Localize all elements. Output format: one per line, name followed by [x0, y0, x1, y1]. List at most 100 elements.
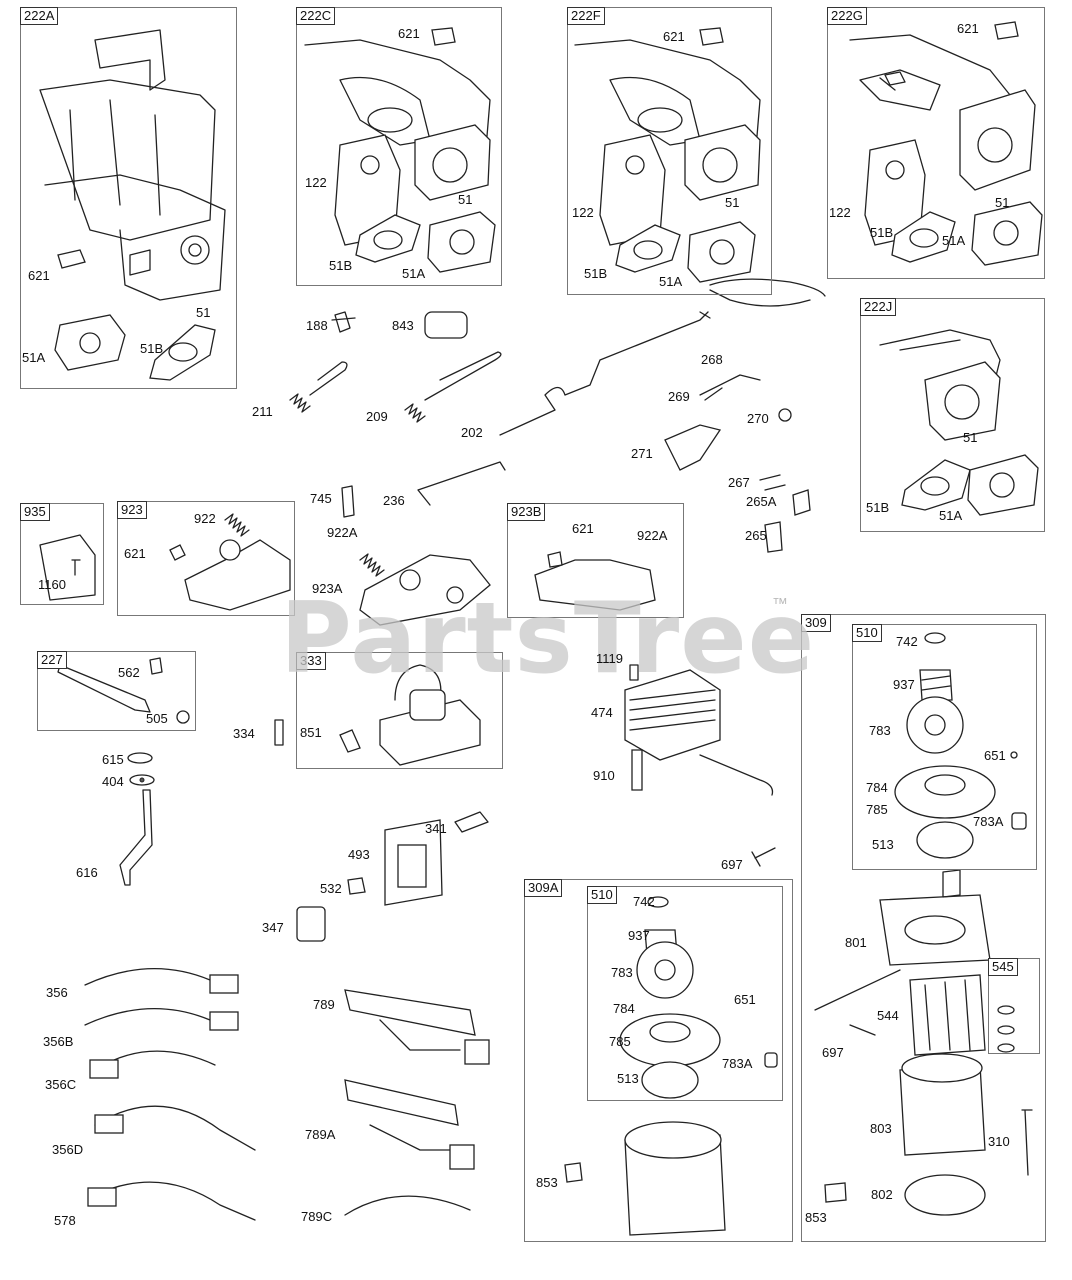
part-callout[interactable]: 697	[822, 1045, 844, 1060]
part-callout[interactable]: 783	[611, 965, 633, 980]
part-callout[interactable]: 803	[870, 1121, 892, 1136]
part-callout[interactable]: 51B	[140, 341, 164, 356]
part-callout[interactable]: 310	[988, 1134, 1010, 1149]
part-callout[interactable]: 51B	[866, 500, 890, 515]
part-callout[interactable]: 268	[701, 352, 723, 367]
group-label-510-top: 510	[852, 624, 882, 642]
part-callout[interactable]: 697	[721, 857, 743, 872]
part-callout[interactable]: 51A	[659, 274, 683, 289]
part-callout[interactable]: 270	[747, 411, 769, 426]
group-box-309a	[524, 879, 793, 1242]
part-callout[interactable]: 493	[348, 847, 370, 862]
part-callout[interactable]: 51A	[942, 233, 966, 248]
part-callout[interactable]: 621	[572, 521, 594, 536]
part-callout[interactable]: 651	[984, 748, 1006, 763]
part-callout[interactable]: 789C	[301, 1209, 333, 1224]
part-callout[interactable]: 51	[196, 305, 211, 320]
part-callout[interactable]: 785	[609, 1034, 631, 1049]
part-callout[interactable]: 621	[663, 29, 685, 44]
part-callout[interactable]: 784	[866, 780, 888, 795]
part-callout[interactable]: 789A	[305, 1127, 336, 1142]
part-callout[interactable]: 783A	[973, 814, 1004, 829]
part-callout[interactable]: 843	[392, 318, 414, 333]
part-callout[interactable]: 269	[668, 389, 690, 404]
part-callout[interactable]: 341	[425, 821, 447, 836]
part-callout[interactable]: 785	[866, 802, 888, 817]
part-callout[interactable]: 742	[896, 634, 918, 649]
part-callout[interactable]: 267	[728, 475, 750, 490]
group-label-935: 935	[20, 503, 50, 521]
part-callout[interactable]: 651	[734, 992, 756, 1007]
part-callout[interactable]: 51A	[402, 266, 426, 281]
part-callout[interactable]: 505	[146, 711, 168, 726]
part-callout[interactable]: 513	[872, 837, 894, 852]
part-callout[interactable]: 801	[845, 935, 867, 950]
plate-493-drawing	[296, 811, 776, 942]
group-box-923	[117, 501, 295, 616]
part-callout[interactable]: 51	[963, 430, 978, 445]
part-callout[interactable]: 910	[593, 768, 615, 783]
part-callout[interactable]: 1119	[596, 651, 623, 666]
part-callout[interactable]: 51	[458, 192, 473, 207]
governor-923b-drawing	[534, 551, 656, 611]
part-callout[interactable]: 122	[572, 205, 594, 220]
group-box-222c	[296, 7, 502, 286]
part-callout[interactable]: 783A	[722, 1056, 753, 1071]
part-callout[interactable]: 209	[366, 409, 388, 424]
part-callout[interactable]: 347	[262, 920, 284, 935]
part-callout[interactable]: 211	[252, 404, 273, 419]
part-callout[interactable]: 513	[617, 1071, 639, 1086]
part-callout[interactable]: 51	[995, 195, 1010, 210]
part-callout[interactable]: 621	[28, 268, 50, 283]
part-callout[interactable]: 621	[398, 26, 420, 41]
part-callout[interactable]: 923A	[312, 581, 343, 596]
part-callout[interactable]: 937	[628, 928, 650, 943]
part-callout[interactable]: 356D	[52, 1142, 84, 1157]
part-callout[interactable]: 784	[613, 1001, 635, 1016]
part-callout[interactable]: 562	[118, 665, 140, 680]
part-callout[interactable]: 188	[306, 318, 328, 333]
starter-309-drawing	[814, 869, 1033, 1216]
bracket-222f-drawing	[574, 27, 761, 283]
part-callout[interactable]: 265A	[746, 494, 777, 509]
part-callout[interactable]: 853	[805, 1210, 827, 1225]
part-callout[interactable]: 544	[877, 1008, 899, 1023]
part-callout[interactable]: 851	[300, 725, 322, 740]
part-callout[interactable]: 616	[76, 865, 98, 880]
part-callout[interactable]: 783	[869, 723, 891, 738]
part-callout[interactable]: 615	[102, 752, 124, 767]
part-callout[interactable]: 404	[102, 774, 124, 789]
part-callout[interactable]: 122	[829, 205, 851, 220]
linkage-616-drawing	[119, 752, 155, 886]
part-callout[interactable]: 532	[320, 881, 342, 896]
part-callout[interactable]: 742	[633, 894, 655, 909]
part-callout[interactable]: 202	[461, 425, 483, 440]
part-callout[interactable]: 802	[871, 1187, 893, 1202]
part-callout[interactable]: 922	[194, 511, 216, 526]
part-callout[interactable]: 356C	[45, 1077, 77, 1092]
part-callout[interactable]: 122	[305, 175, 327, 190]
part-callout[interactable]: 334	[233, 726, 255, 741]
part-callout[interactable]: 51B	[329, 258, 353, 273]
part-callout[interactable]: 745	[310, 491, 332, 506]
part-callout[interactable]: 578	[54, 1213, 76, 1228]
part-callout[interactable]: 1160	[38, 577, 66, 592]
part-callout[interactable]: 265	[745, 528, 767, 543]
part-callout[interactable]: 922A	[327, 525, 358, 540]
part-callout[interactable]: 271	[631, 446, 653, 461]
part-callout[interactable]: 51B	[584, 266, 608, 281]
part-callout[interactable]: 51A	[22, 350, 46, 365]
part-callout[interactable]: 621	[957, 21, 979, 36]
part-callout[interactable]: 922A	[637, 528, 668, 543]
part-callout[interactable]: 474	[591, 705, 613, 720]
part-callout[interactable]: 356B	[43, 1034, 74, 1049]
part-callout[interactable]: 236	[383, 493, 405, 508]
part-callout[interactable]: 51B	[870, 225, 894, 240]
part-callout[interactable]: 51	[725, 195, 740, 210]
part-callout[interactable]: 937	[893, 677, 915, 692]
part-callout[interactable]: 621	[124, 546, 146, 561]
part-callout[interactable]: 51A	[939, 508, 963, 523]
part-callout[interactable]: 356	[46, 985, 68, 1000]
part-callout[interactable]: 853	[536, 1175, 558, 1190]
part-callout[interactable]: 789	[313, 997, 335, 1012]
